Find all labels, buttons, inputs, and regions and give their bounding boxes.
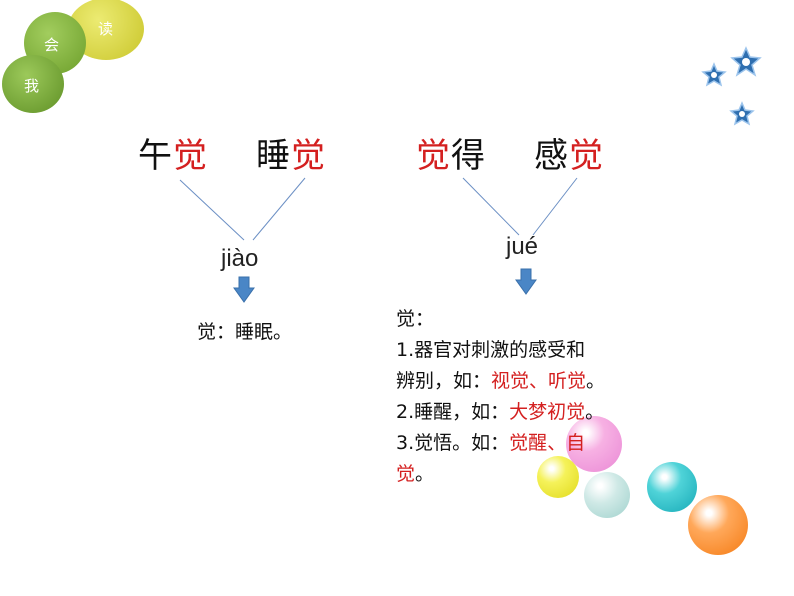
word-char: 得 bbox=[451, 136, 486, 176]
definition-jiao: 觉：睡眠。 bbox=[197, 321, 293, 343]
badge-hui-text: 会 bbox=[44, 36, 60, 54]
def-line: 1.器官对刺激的感受和 bbox=[396, 339, 586, 361]
word-char-highlight: 觉 bbox=[291, 136, 326, 176]
bubble-orange bbox=[688, 495, 748, 555]
word-wujiao: 午觉 bbox=[138, 128, 208, 177]
def-text: 。 bbox=[586, 370, 606, 392]
connector-line bbox=[179, 179, 245, 241]
def-text: 辨别，如： bbox=[396, 370, 492, 392]
definition-jue: 觉： 1.器官对刺激的感受和 辨别，如：视觉、听觉。 2.睡醒，如：大梦初觉。 … bbox=[396, 304, 696, 490]
word-shuijiao: 睡觉 bbox=[256, 128, 326, 177]
word-char-highlight: 觉 bbox=[569, 136, 604, 176]
star-icon bbox=[730, 46, 762, 77]
connector-line bbox=[462, 177, 520, 236]
def-head: 觉： bbox=[396, 308, 435, 330]
def-line: 觉。 bbox=[396, 459, 696, 490]
stars-decoration bbox=[701, 46, 762, 126]
bubble-mint bbox=[584, 472, 630, 518]
def-example: 视觉、听觉 bbox=[491, 370, 587, 392]
def-example: 大梦初觉 bbox=[509, 401, 586, 423]
pinyin-jiao: jiào bbox=[221, 245, 259, 272]
star-icon bbox=[729, 101, 755, 126]
bubble-teal bbox=[647, 462, 697, 512]
badge-wo: 我 bbox=[2, 55, 64, 113]
def-text: 2.睡醒，如： bbox=[396, 401, 510, 423]
bubble-yellow bbox=[537, 456, 579, 498]
bubble-pink bbox=[566, 416, 622, 472]
def-text: 。 bbox=[415, 463, 435, 485]
word-char-highlight: 觉 bbox=[416, 136, 451, 176]
def-example: 觉醒、自 bbox=[509, 432, 586, 454]
def-line: 辨别，如：视觉、听觉。 bbox=[396, 366, 696, 397]
def-line: 2.睡醒，如：大梦初觉。 bbox=[396, 397, 696, 428]
connector-line bbox=[252, 177, 306, 241]
def-example: 觉 bbox=[396, 463, 416, 485]
badge-wo-text: 我 bbox=[24, 77, 40, 95]
word-char-highlight: 觉 bbox=[173, 136, 208, 176]
word-char: 感 bbox=[534, 136, 569, 176]
def-text: 3.觉悟。如： bbox=[396, 432, 510, 454]
connector-line bbox=[532, 177, 578, 236]
badge-du-text: 读 bbox=[98, 20, 114, 38]
down-arrow-icon bbox=[515, 268, 537, 295]
word-char: 午 bbox=[138, 136, 173, 176]
def-text: 。 bbox=[585, 401, 605, 423]
word-juede: 觉得 bbox=[416, 128, 486, 177]
pinyin-jue: jué bbox=[506, 233, 539, 260]
word-ganjue: 感觉 bbox=[534, 128, 604, 177]
word-char: 睡 bbox=[256, 136, 291, 176]
down-arrow-icon bbox=[233, 276, 255, 303]
star-icon bbox=[701, 62, 727, 87]
def-line: 3.觉悟。如：觉醒、自 bbox=[396, 428, 696, 459]
